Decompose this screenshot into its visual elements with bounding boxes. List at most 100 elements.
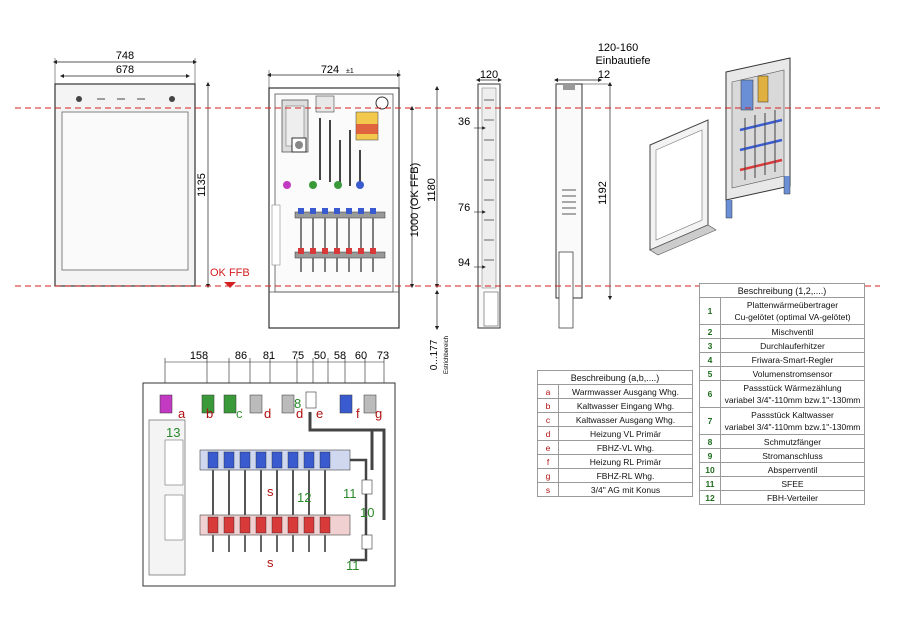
legend-text-line2: variabel 3/4"-110mm bzw.1"-130mm <box>724 395 861 405</box>
ok-ffb-label: OK FFB <box>210 267 250 279</box>
legend-text: Warmwasser Ausgang Whg. <box>558 384 693 399</box>
floor-range-label: Estrichbereich <box>444 336 450 374</box>
dim-front-height: 1135 <box>196 173 208 197</box>
dim-floor-range: 0...177 <box>429 339 440 370</box>
legend-key: 1 <box>699 297 721 325</box>
dim-top-4: 75 <box>292 350 304 362</box>
dim-side-width: 120 <box>480 69 498 81</box>
callout-s-upper: s <box>267 484 274 499</box>
dim-front-inner-width: 678 <box>116 64 134 76</box>
legend-key: g <box>537 468 559 483</box>
legend-text: Stromanschluss <box>720 448 865 463</box>
callout-f: f <box>356 406 360 421</box>
legend-key: 4 <box>699 352 721 367</box>
legend-text: SFEE <box>720 476 865 491</box>
dim-side-94: 94 <box>458 257 470 269</box>
legend-key: 6 <box>699 380 721 408</box>
legend-text: Schmutzfänger <box>720 434 865 449</box>
legend-text: Kaltwasser Ausgang Whg. <box>558 412 693 427</box>
top-connections <box>159 391 377 414</box>
callout-11-bottom: 11 <box>346 558 360 573</box>
callout-e: e <box>316 406 323 421</box>
legend-text: 3/4" AG mit Konus <box>558 482 693 497</box>
callout-12: 12 <box>297 490 311 505</box>
legend-text: FBHZ-VL Whg. <box>558 440 693 455</box>
legend-key: a <box>537 384 559 399</box>
dim-top-6: 58 <box>334 350 346 362</box>
legend-text-line1: Plattenwärmeübertrager <box>746 300 839 310</box>
legend-text: Heizung VL Primär <box>558 426 693 441</box>
dim-top-8: 73 <box>377 350 389 362</box>
callout-a: a <box>178 406 186 421</box>
legend-key: c <box>537 412 559 427</box>
side-view-depth: 120-160 Einbautiefe 12 1192 <box>553 42 651 329</box>
detail-view: 158 86 81 75 50 58 60 73 <box>142 350 396 587</box>
callout-11-top: 11 <box>343 486 357 501</box>
legend-text-line2: variabel 3/4"-110mm bzw.1"-130mm <box>724 422 861 432</box>
dim-open-width: 724 <box>321 64 339 76</box>
front-view-closed: 748 678 1135 OK FFB <box>52 50 250 289</box>
callout-13: 13 <box>166 425 180 440</box>
legend-letters-title: Beschreibung (a,b,....) <box>537 370 693 385</box>
legend-key: 10 <box>699 462 721 477</box>
legend-key: s <box>537 482 559 497</box>
legend-text: Passstück Wärmezählung variabel 3/4"-110m… <box>720 380 865 408</box>
legend-text-line1: Passstück Wärmezählung <box>743 383 842 393</box>
dim-front-outer-width: 748 <box>116 50 134 62</box>
dim-open-width-tolerance: ±1 <box>346 68 354 75</box>
callout-10: 10 <box>360 505 374 520</box>
dim-top-2: 86 <box>235 350 247 362</box>
legend-key: 12 <box>699 490 721 505</box>
ok-ffb-marker <box>224 282 236 288</box>
legend-key: f <box>537 454 559 469</box>
legend-text-line2: Cu-gelötet (optimal VA-gelötet) <box>734 312 851 322</box>
legend-key: b <box>537 398 559 413</box>
legend-key: d <box>537 426 559 441</box>
callout-d: d <box>264 406 271 421</box>
legend-key: 7 <box>699 407 721 435</box>
legend-text: Heizung RL Primär <box>558 454 693 469</box>
dim-depth-12: 12 <box>598 69 610 81</box>
callout-s-lower: s <box>267 555 274 570</box>
legend-key: 9 <box>699 448 721 463</box>
side-section: 120 36 76 94 <box>458 69 503 329</box>
legend-text: FBH-Verteiler <box>720 490 865 505</box>
callout-b: b <box>206 406 213 421</box>
callout-g: g <box>375 406 382 421</box>
legend-text: Passstück Kaltwasser variabel 3/4"-110mm … <box>720 407 865 435</box>
legend-key: 5 <box>699 366 721 381</box>
legend-key: 11 <box>699 476 721 491</box>
dim-top-3: 81 <box>263 350 275 362</box>
dim-ok-ffb-height: 1000 (OK FFB) <box>409 163 421 238</box>
dim-side-76: 76 <box>458 202 470 214</box>
legend-text: Volumenstromsensor <box>720 366 865 381</box>
dim-top-7: 60 <box>355 350 367 362</box>
callout-c: c <box>236 406 243 421</box>
callout-8: 8 <box>294 396 301 411</box>
legend-key: 3 <box>699 338 721 353</box>
legend-key: 2 <box>699 324 721 339</box>
dim-open-height: 1180 <box>426 178 438 202</box>
dim-side-height: 1192 <box>597 181 609 205</box>
legend-text-line1: Passstück Kaltwasser <box>751 410 834 420</box>
legend-text: Kaltwasser Eingang Whg. <box>558 398 693 413</box>
isometric-views <box>649 57 791 256</box>
legend-key: e <box>537 440 559 455</box>
dim-side-36: 36 <box>458 116 470 128</box>
legend-text: Durchlauferhitzer <box>720 338 865 353</box>
dim-install-depth: 120-160 <box>598 42 638 54</box>
legend-text: Mischventil <box>720 324 865 339</box>
legend-text: Friwara-Smart-Regler <box>720 352 865 367</box>
dim-top-5: 50 <box>314 350 326 362</box>
legend-text: FBHZ-RL Whg. <box>558 468 693 483</box>
install-depth-label: Einbautiefe <box>595 55 650 67</box>
legend-numbers-title: Beschreibung (1,2,....) <box>699 283 865 298</box>
front-view-open: 724 ±1 1000 (OK FFB) 1180 0...177 Estric… <box>266 64 450 374</box>
dim-top-1: 158 <box>190 350 208 362</box>
callout-d2: d <box>296 406 303 421</box>
